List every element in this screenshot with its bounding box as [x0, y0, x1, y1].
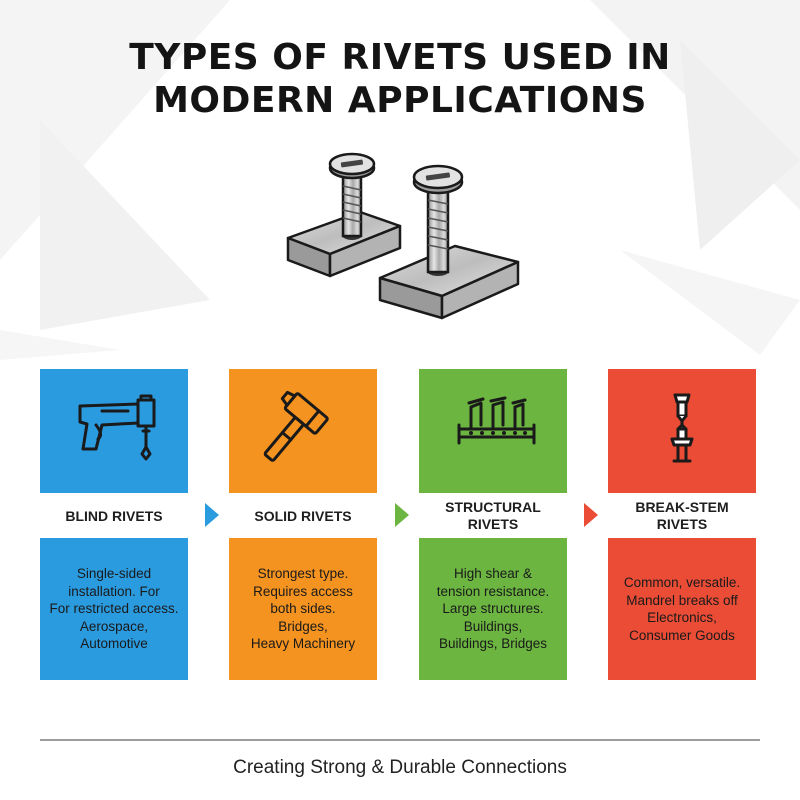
- card-structural-rivets-title: STRUCTURAL RIVETS: [419, 494, 567, 538]
- structural-beam-icon: [457, 396, 536, 445]
- card-break-stem-rivets-top: [608, 369, 756, 493]
- arrow-right-icon: [584, 503, 598, 527]
- footer-divider: [40, 739, 760, 741]
- card-blind-rivets-title: BLIND RIVETS: [40, 494, 188, 538]
- card-break-stem-rivets-description: Common, versatile. Mandrel breaks off El…: [608, 538, 756, 680]
- card-structural-rivets-description: High shear & tension resistance. Large s…: [419, 538, 567, 680]
- break-stem-rivet-icon: [670, 393, 694, 463]
- card-blind-rivets-top: [40, 369, 188, 493]
- card-break-stem-rivets-title: BREAK-STEM RIVETS: [608, 494, 756, 538]
- card-solid-rivets-description: Strongest type. Requires access both sid…: [229, 538, 377, 680]
- footer-tagline: Creating Strong & Durable Connections: [233, 757, 567, 778]
- card-structural-rivets-top: [419, 369, 567, 493]
- rivets-in-plates-illustration: [286, 152, 520, 320]
- hammer-icon: [263, 390, 329, 462]
- card-solid-rivets-title: SOLID RIVETS: [229, 494, 377, 538]
- page-title: TYPES OF RIVETS USED IN MODERN APPLICATI…: [0, 36, 800, 122]
- title-line-2: MODERN APPLICATIONS: [153, 80, 647, 121]
- arrow-right-icon: [395, 503, 409, 527]
- arrow-right-icon: [205, 503, 219, 527]
- title-line-1: TYPES OF RIVETS USED IN: [129, 37, 671, 78]
- rivet-gun-icon: [78, 394, 156, 461]
- card-blind-rivets-description: Single-sided installation. For For restr…: [40, 538, 188, 680]
- card-solid-rivets-top: [229, 369, 377, 493]
